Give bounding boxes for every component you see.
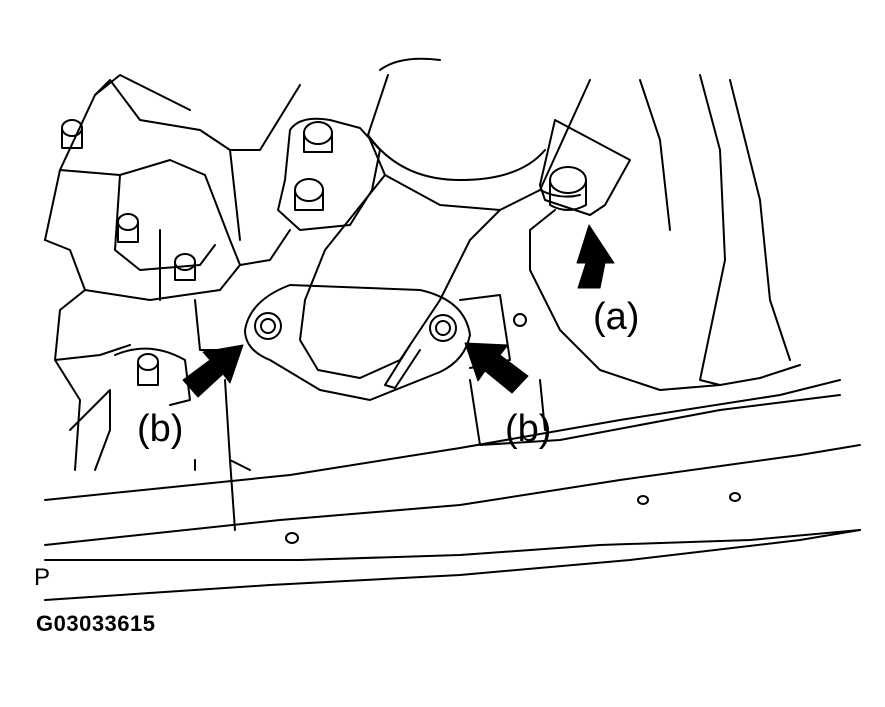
engine-bolt-heads [61, 119, 196, 406]
exhaust-pipe [299, 57, 591, 379]
pipe-flange [244, 284, 471, 401]
callout-b-right-label: (b) [505, 408, 552, 450]
view-letter: P [34, 564, 51, 591]
upper-bracket [277, 117, 381, 231]
engine-block-outline [44, 74, 301, 471]
arrow-b-left [182, 344, 244, 398]
right-bracket [529, 119, 721, 391]
arrow-a [576, 224, 615, 289]
callout-a-label: (a) [593, 296, 640, 338]
callout-b-left-label: (b) [137, 408, 184, 450]
arrow-b-right [464, 342, 529, 394]
body-panel [639, 74, 801, 386]
sub-frame [44, 294, 861, 601]
figure-code: G03033615 [36, 611, 156, 636]
